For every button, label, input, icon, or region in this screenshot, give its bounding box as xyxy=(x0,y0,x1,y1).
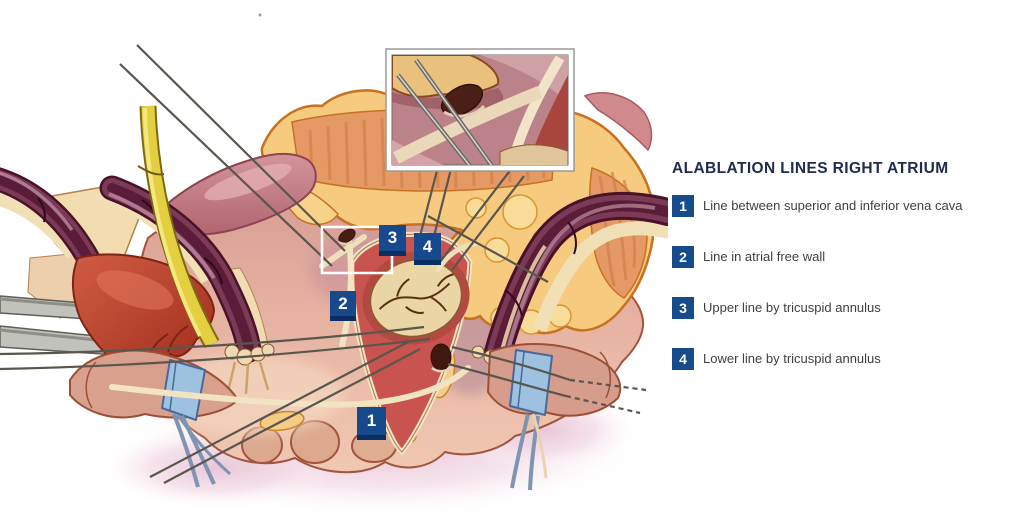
legend-item-1-label: Line between superior and inferior vena … xyxy=(703,198,963,213)
ivc-snare-tails xyxy=(510,413,548,491)
inset-magnified-view xyxy=(385,48,575,172)
legend-item-2-label: Line in atrial free wall xyxy=(703,249,826,264)
legend: ALABLATION LINES RIGHT ATRIUM 1 Line bet… xyxy=(672,160,1012,399)
legend-item-4-label: Lower line by tricuspid annulus xyxy=(703,351,881,366)
figure-marker-3-number: 3 xyxy=(387,228,398,247)
figure-marker-1: 1 xyxy=(357,407,386,440)
figure-marker-4-number: 4 xyxy=(422,236,433,256)
legend-item-3-label: Upper line by tricuspid annulus xyxy=(703,300,881,315)
yellow-catheter xyxy=(137,105,220,349)
legend-item-4: 4 Lower line by tricuspid annulus xyxy=(672,348,1012,370)
inset-wires xyxy=(396,58,494,165)
legend-item-4-number: 4 xyxy=(672,348,694,370)
fat-top-vessel xyxy=(583,92,653,152)
inset-content xyxy=(392,55,568,165)
legend-item-1: 1 Line between superior and inferior ven… xyxy=(672,195,1012,217)
figure-marker-2: 2 xyxy=(330,291,356,321)
figure-marker-2-number: 2 xyxy=(338,293,348,313)
figure-marker-4: 4 xyxy=(414,233,441,265)
legend-item-3: 3 Upper line by tricuspid annulus xyxy=(672,297,1012,319)
ablation-line-1 xyxy=(109,365,471,408)
coronary-sinus-ostium xyxy=(430,343,452,371)
legend-item-1-number: 1 xyxy=(672,195,694,217)
heart-illustration-svg xyxy=(0,13,668,518)
ablation-hole xyxy=(338,228,357,245)
ivc-stump xyxy=(486,343,622,491)
legend-item-3-number: 3 xyxy=(672,297,694,319)
legend-item-2: 2 Line in atrial free wall xyxy=(672,246,1012,268)
ablation-line-3 xyxy=(319,234,367,269)
tricuspid-valve xyxy=(362,251,470,345)
atriotomy-opening xyxy=(349,231,473,456)
great-vessel-stump xyxy=(148,153,317,236)
figure-marker-1-number: 1 xyxy=(366,411,377,430)
heart-illustration: 3 4 2 1 xyxy=(0,13,668,518)
ablation-lines xyxy=(109,234,478,408)
figure-marker-3: 3 xyxy=(379,225,406,256)
ivc-cannula xyxy=(471,192,668,366)
svc-snare-band xyxy=(161,359,206,421)
ivc-snare-band xyxy=(509,349,553,416)
legend-title: ALABLATION LINES RIGHT ATRIUM xyxy=(672,160,949,177)
valve-commissures xyxy=(378,273,454,314)
legend-item-2-number: 2 xyxy=(672,246,694,268)
